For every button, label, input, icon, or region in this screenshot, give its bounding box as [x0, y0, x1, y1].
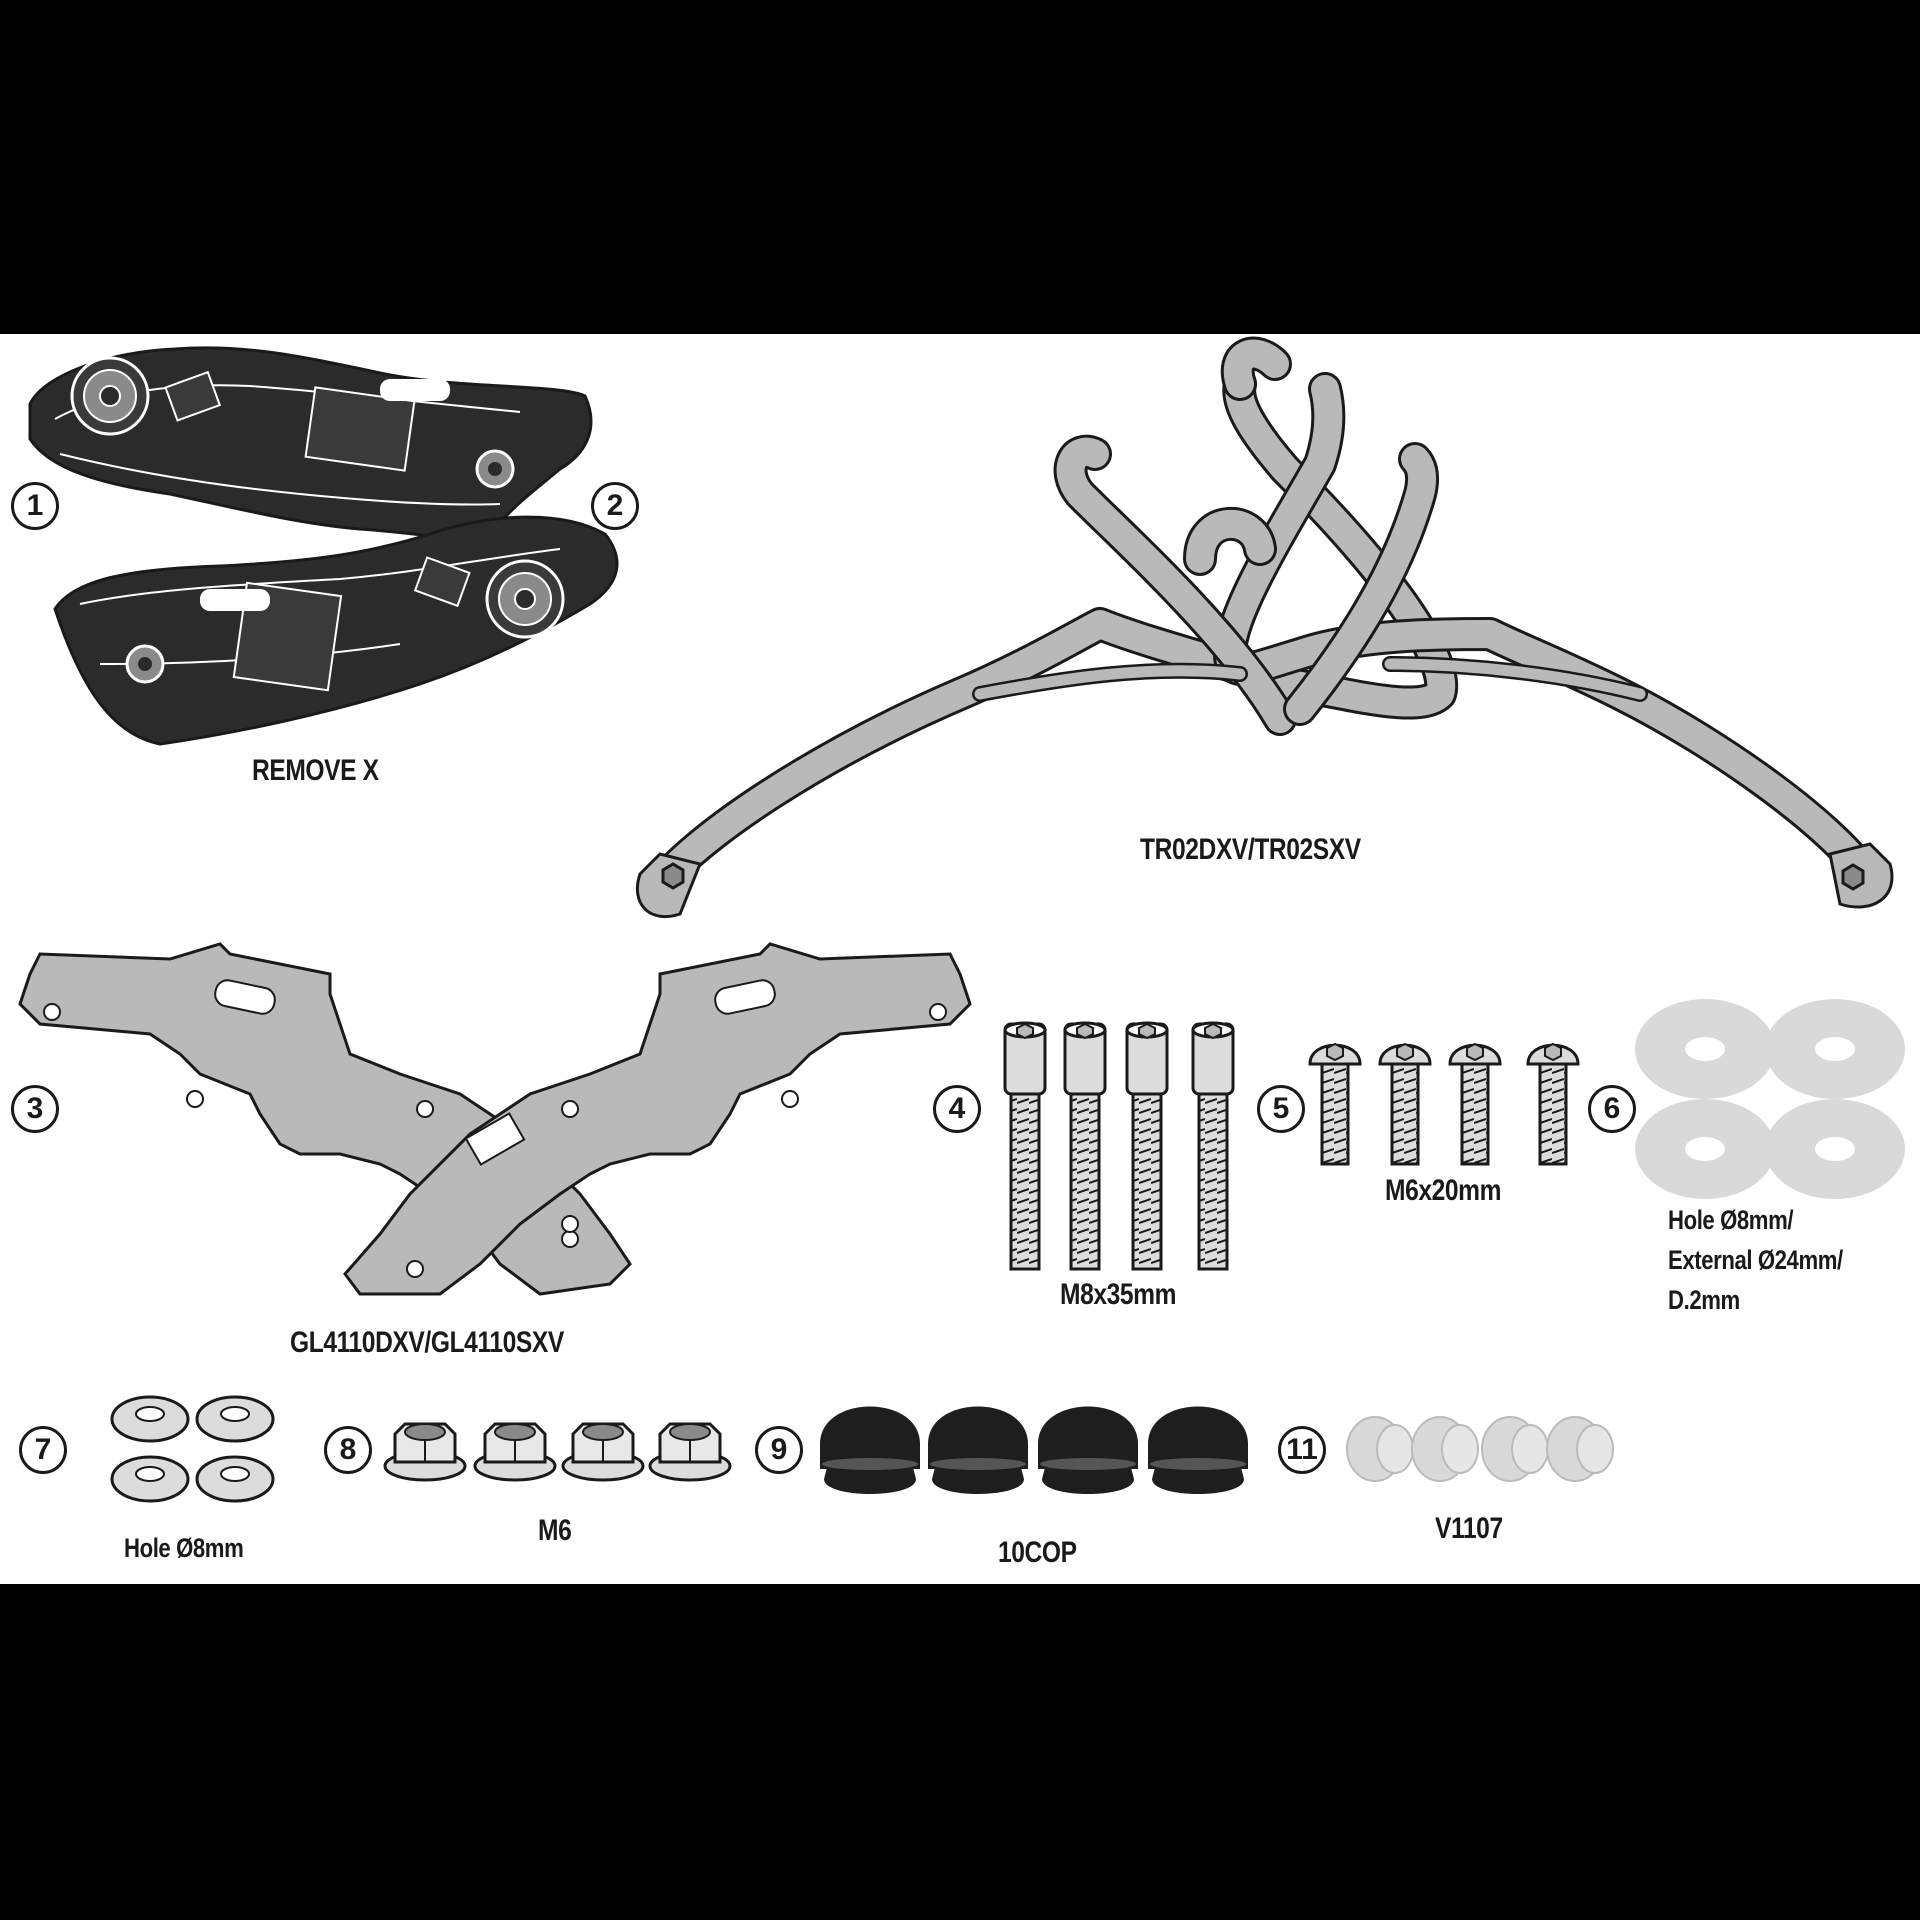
callout-1: 1: [11, 482, 59, 530]
bolt-cap: [1038, 1406, 1138, 1494]
support-plate-right: [343, 942, 972, 1296]
bolt-cap: [928, 1406, 1028, 1494]
rack-frame: [643, 336, 1882, 901]
rack-mount-right: [1828, 842, 1894, 909]
flat-washers: [1635, 999, 1905, 1199]
label-washer-hole: Hole Ø8mm/: [1668, 1205, 1794, 1235]
rack-mount-left: [635, 852, 703, 919]
spacer: [1481, 1416, 1549, 1482]
m6-bolt: [1526, 1042, 1580, 1166]
m6-nut: [561, 1422, 645, 1482]
flat-washer: [1635, 999, 1775, 1099]
spacers: [1346, 1416, 1614, 1482]
m6-bolt: [1378, 1042, 1432, 1166]
callout-2: 2: [591, 482, 639, 530]
spacer: [1346, 1416, 1414, 1482]
m8-bolt: [1125, 1021, 1169, 1271]
label-spacer: V1107: [1435, 1512, 1503, 1545]
callout-5: 5: [1257, 1085, 1305, 1133]
spring-washers: [110, 1395, 275, 1503]
label-plates: GL4110DXV/GL4110SXV: [290, 1326, 564, 1359]
m6-bolt: [1308, 1042, 1362, 1166]
label-cap: 10COP: [998, 1536, 1077, 1569]
spacer: [1411, 1416, 1479, 1482]
spring-washer: [110, 1395, 190, 1443]
footrest-plate-lower: [53, 515, 619, 746]
spring-washer: [195, 1455, 275, 1503]
callout-11: 11: [1278, 1426, 1326, 1474]
callout-7: 7: [19, 1426, 67, 1474]
spacer: [1546, 1416, 1614, 1482]
callout-3: 3: [11, 1085, 59, 1133]
m6-bolts: [1308, 1042, 1580, 1166]
label-washer-thickness: D.2mm: [1668, 1285, 1740, 1315]
callout-6: 6: [1588, 1085, 1636, 1133]
spring-washer: [110, 1455, 190, 1503]
label-rack: TR02DXV/TR02SXV: [1140, 833, 1361, 866]
m8-bolts: [1003, 1021, 1235, 1271]
m6-bolt: [1448, 1042, 1502, 1166]
m8-bolt: [1063, 1021, 1107, 1271]
flat-washer: [1635, 1099, 1775, 1199]
m6-nut: [648, 1422, 732, 1482]
footrest-plate-upper: [28, 346, 593, 540]
callout-4: 4: [933, 1085, 981, 1133]
parts-diagram-panel: 1 2 3 4 5 6 7 8 9 11 REMOVE X TR02DXV/TR…: [0, 334, 1920, 1584]
label-spring-washer: Hole Ø8mm: [124, 1533, 244, 1563]
flat-washer: [1765, 1099, 1905, 1199]
m6-nut: [473, 1422, 557, 1482]
bolt-caps: [820, 1406, 1248, 1494]
m6-nuts: [383, 1422, 732, 1482]
m8-bolt: [1191, 1021, 1235, 1271]
m8-bolt: [1003, 1021, 1047, 1271]
flat-washer: [1765, 999, 1905, 1099]
label-nut: M6: [538, 1514, 572, 1547]
label-m8-bolt: M8x35mm: [1060, 1278, 1177, 1311]
m6-nut: [383, 1422, 467, 1482]
bolt-cap: [1148, 1406, 1248, 1494]
label-m6-bolt: M6x20mm: [1385, 1174, 1502, 1207]
parts-illustration: [18, 336, 1905, 1503]
callout-9: 9: [755, 1426, 803, 1474]
label-remove: REMOVE X: [252, 754, 379, 787]
bolt-cap: [820, 1406, 920, 1494]
callout-8: 8: [324, 1426, 372, 1474]
label-washer-external: External Ø24mm/: [1668, 1245, 1843, 1275]
spring-washer: [195, 1395, 275, 1443]
